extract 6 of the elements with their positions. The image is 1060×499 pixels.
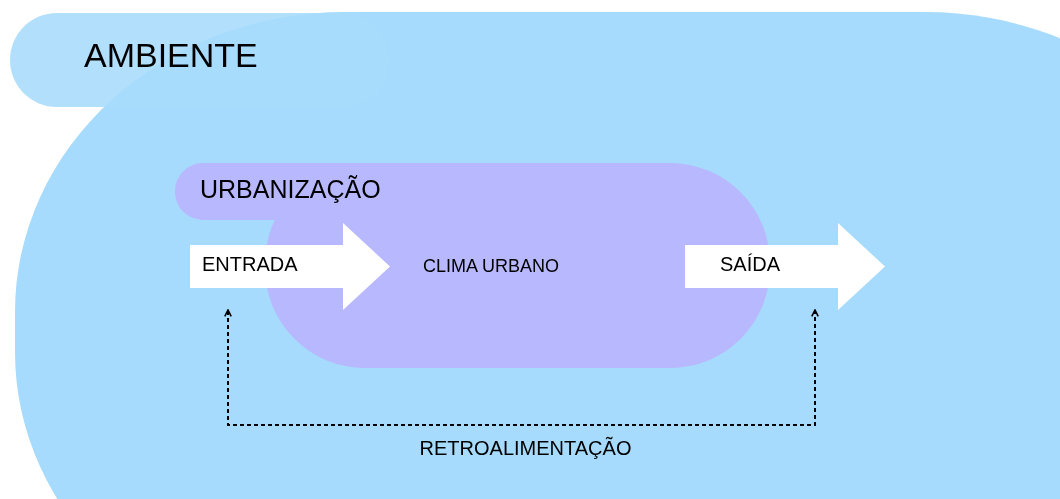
arrow-label: SAÍDA xyxy=(720,254,781,274)
region-label: CLIMA URBANO xyxy=(423,257,560,275)
group-heading: AMBIENTE xyxy=(84,38,258,72)
feedback-arrow xyxy=(224,309,819,426)
arrow-label: ENTRADA xyxy=(202,254,298,274)
group-heading: URBANIZAÇÃO xyxy=(200,177,381,202)
